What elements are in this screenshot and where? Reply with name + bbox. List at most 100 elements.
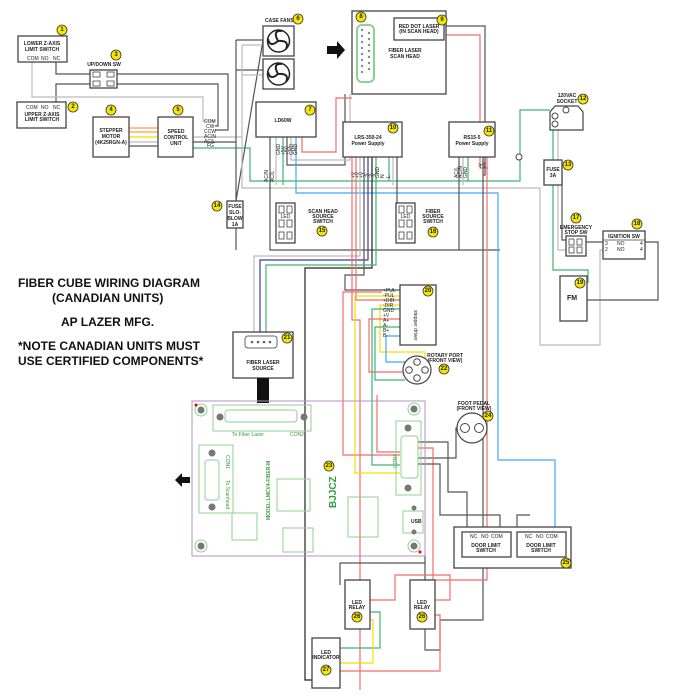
wire bbox=[259, 157, 369, 338]
con1-label: CON1 bbox=[224, 455, 230, 469]
badge: 4 bbox=[105, 104, 117, 116]
model-label: MODEL:LMCV4-FIBER-M bbox=[266, 461, 272, 520]
badge: 9 bbox=[436, 14, 448, 26]
title-line: USE CERTIFIED COMPONENTS* bbox=[18, 354, 204, 368]
wire bbox=[269, 137, 500, 251]
wire bbox=[561, 175, 566, 241]
svg-text:17: 17 bbox=[573, 215, 580, 221]
wire bbox=[31, 62, 215, 122]
label: SCAN HEAD bbox=[390, 54, 420, 60]
pin-label: NC bbox=[525, 534, 533, 540]
badge: 25 bbox=[560, 557, 572, 569]
pin-label: NC bbox=[53, 56, 61, 62]
svg-text:9: 9 bbox=[440, 17, 444, 23]
svg-text:10: 10 bbox=[390, 125, 397, 131]
wire bbox=[355, 157, 400, 301]
label: Power Supply bbox=[455, 141, 488, 147]
label: 3A bbox=[550, 173, 557, 179]
wire bbox=[516, 514, 530, 532]
label: Power Supply bbox=[351, 141, 384, 147]
label: 120VAC bbox=[558, 93, 577, 99]
led-relay: LED RELAY 26 bbox=[344, 579, 371, 630]
wire bbox=[444, 34, 488, 169]
fan-icon bbox=[262, 58, 295, 90]
svg-text:4: 4 bbox=[109, 107, 113, 113]
pin-label: B- bbox=[383, 333, 388, 339]
label: SWITCH bbox=[423, 219, 443, 225]
label: (FRONT VIEW) bbox=[457, 406, 492, 412]
pin-label: FG bbox=[207, 143, 214, 149]
wire bbox=[435, 157, 488, 581]
wire bbox=[193, 109, 550, 182]
wire bbox=[440, 157, 484, 621]
usb-label: USB bbox=[411, 519, 422, 525]
wire bbox=[418, 427, 458, 459]
label: LD60W bbox=[275, 118, 292, 124]
pin-label: +V bbox=[482, 161, 488, 168]
label: BLOW bbox=[227, 216, 243, 222]
badge: 7 bbox=[304, 104, 316, 116]
badge: 26 bbox=[351, 611, 363, 623]
wire bbox=[241, 45, 645, 346]
badge: 20 bbox=[422, 285, 434, 297]
label: SOURCE bbox=[422, 214, 444, 220]
svg-text:15: 15 bbox=[319, 228, 326, 234]
speed-control-unit: SPEED CONTROL UNIT COM CW CCW AC/N AC/L … bbox=[157, 104, 216, 158]
pin-label: +DIR bbox=[383, 298, 395, 304]
label: RED DOT LASER bbox=[399, 24, 440, 30]
wire bbox=[374, 326, 405, 381]
svg-text:2: 2 bbox=[71, 104, 75, 110]
brand-label: BJJCZ bbox=[328, 476, 339, 508]
svg-text:26: 26 bbox=[419, 614, 426, 620]
pin-label: -V bbox=[363, 172, 369, 178]
pin-label: NO bbox=[617, 241, 625, 247]
door-limit-switches: NC NO COM DOOR LIMIT SWITCH NC NO COM DO… bbox=[453, 526, 572, 569]
wire bbox=[117, 73, 229, 131]
controller-board: To Fiber Laser CON2 To Scanhead CON1 MOD… bbox=[191, 400, 426, 557]
label: SWITCH bbox=[313, 219, 333, 225]
title-line: FIBER CUBE WIRING DIAGRAM bbox=[18, 276, 200, 290]
label: SOURCE bbox=[312, 214, 334, 220]
wire bbox=[587, 241, 659, 301]
label: UPPER Z-AXIS bbox=[24, 112, 60, 118]
pin-label: +V bbox=[383, 313, 390, 319]
label: FIBER LASER bbox=[246, 360, 280, 366]
badge: 21 bbox=[281, 332, 293, 344]
pin-label: NC bbox=[53, 105, 61, 111]
badge: 15 bbox=[316, 225, 328, 237]
title-line: AP LAZER MFG. bbox=[61, 315, 154, 329]
label: CASE FANS bbox=[265, 18, 294, 24]
stepper-driver: stepper driver 20 +PUL -PUL +DIR -DIR GN… bbox=[383, 284, 437, 346]
badge: 24 bbox=[482, 410, 494, 422]
label: LIMIT SWITCH bbox=[25, 117, 60, 123]
label: LIMIT SWITCH bbox=[25, 47, 60, 53]
title-line: *NOTE CANADIAN UNITS MUST bbox=[18, 339, 201, 353]
fuse-3a: FUSE 3A 13 bbox=[543, 159, 574, 186]
label: RS15-5 bbox=[464, 135, 481, 141]
pin-label: GND bbox=[289, 144, 295, 156]
pin-label: -V bbox=[371, 172, 377, 178]
label: CONTROL bbox=[164, 135, 189, 141]
fuse-slo-blow-1a: FUSE SLO- BLOW 1A 14 bbox=[211, 200, 244, 229]
svg-text:1: 1 bbox=[60, 27, 64, 33]
label: MOTOR bbox=[102, 134, 121, 140]
badge: 14 bbox=[211, 200, 223, 212]
wire bbox=[340, 619, 374, 664]
badge: 6 bbox=[292, 13, 304, 25]
badge: 27 bbox=[320, 664, 332, 676]
pin-label: NO bbox=[41, 56, 49, 62]
wire bbox=[117, 83, 219, 127]
label: SOCKET bbox=[557, 99, 578, 105]
pin-label: -V bbox=[367, 172, 373, 178]
label: LRS-350-24 bbox=[354, 135, 381, 141]
label: stepper driver bbox=[412, 310, 418, 341]
wire bbox=[385, 335, 410, 363]
pin-label: AC/L bbox=[454, 167, 460, 178]
pin-label: COM bbox=[27, 56, 39, 62]
svg-text:26: 26 bbox=[354, 614, 361, 620]
wire bbox=[370, 574, 451, 601]
label: DOOR LIMIT bbox=[471, 543, 500, 549]
pin-label: 4 bbox=[640, 241, 643, 247]
label: LED bbox=[321, 650, 331, 656]
